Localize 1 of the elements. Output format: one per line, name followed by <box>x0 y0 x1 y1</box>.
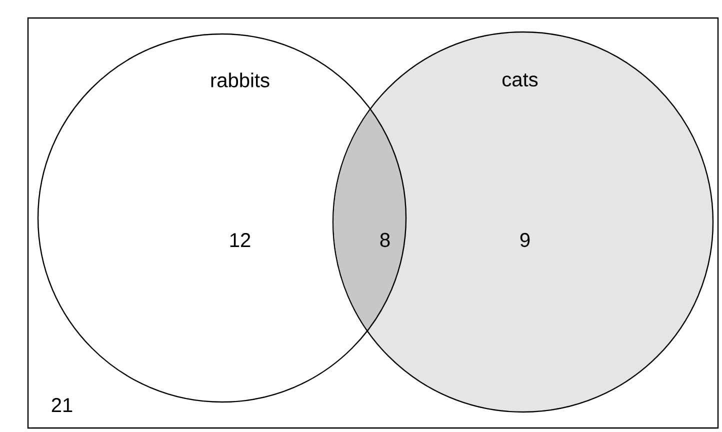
count-label: 8 <box>380 232 390 248</box>
